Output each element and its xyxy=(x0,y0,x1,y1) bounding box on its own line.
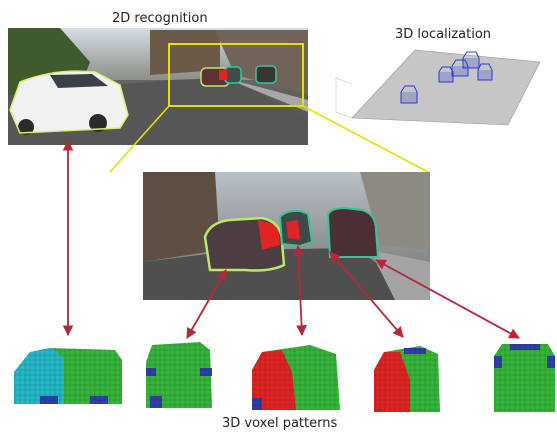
voxel-pattern-3 xyxy=(252,345,340,410)
voxel-pattern-2 xyxy=(146,342,212,408)
zoom-line-left xyxy=(109,105,170,173)
voxel-pattern-5 xyxy=(494,344,555,412)
recognition-caption: 2D recognition xyxy=(112,11,208,26)
voxel-pattern-4 xyxy=(374,346,440,412)
voxel-pattern-1 xyxy=(14,348,122,404)
localization-caption: 3D localization xyxy=(395,27,491,42)
street-photo xyxy=(8,28,308,145)
localization-plot xyxy=(335,49,541,126)
correspondence-arrows xyxy=(62,139,520,339)
zoomed-photo xyxy=(143,172,430,300)
zoom-line-right xyxy=(302,105,429,173)
voxel-caption: 3D voxel patterns xyxy=(222,416,337,431)
